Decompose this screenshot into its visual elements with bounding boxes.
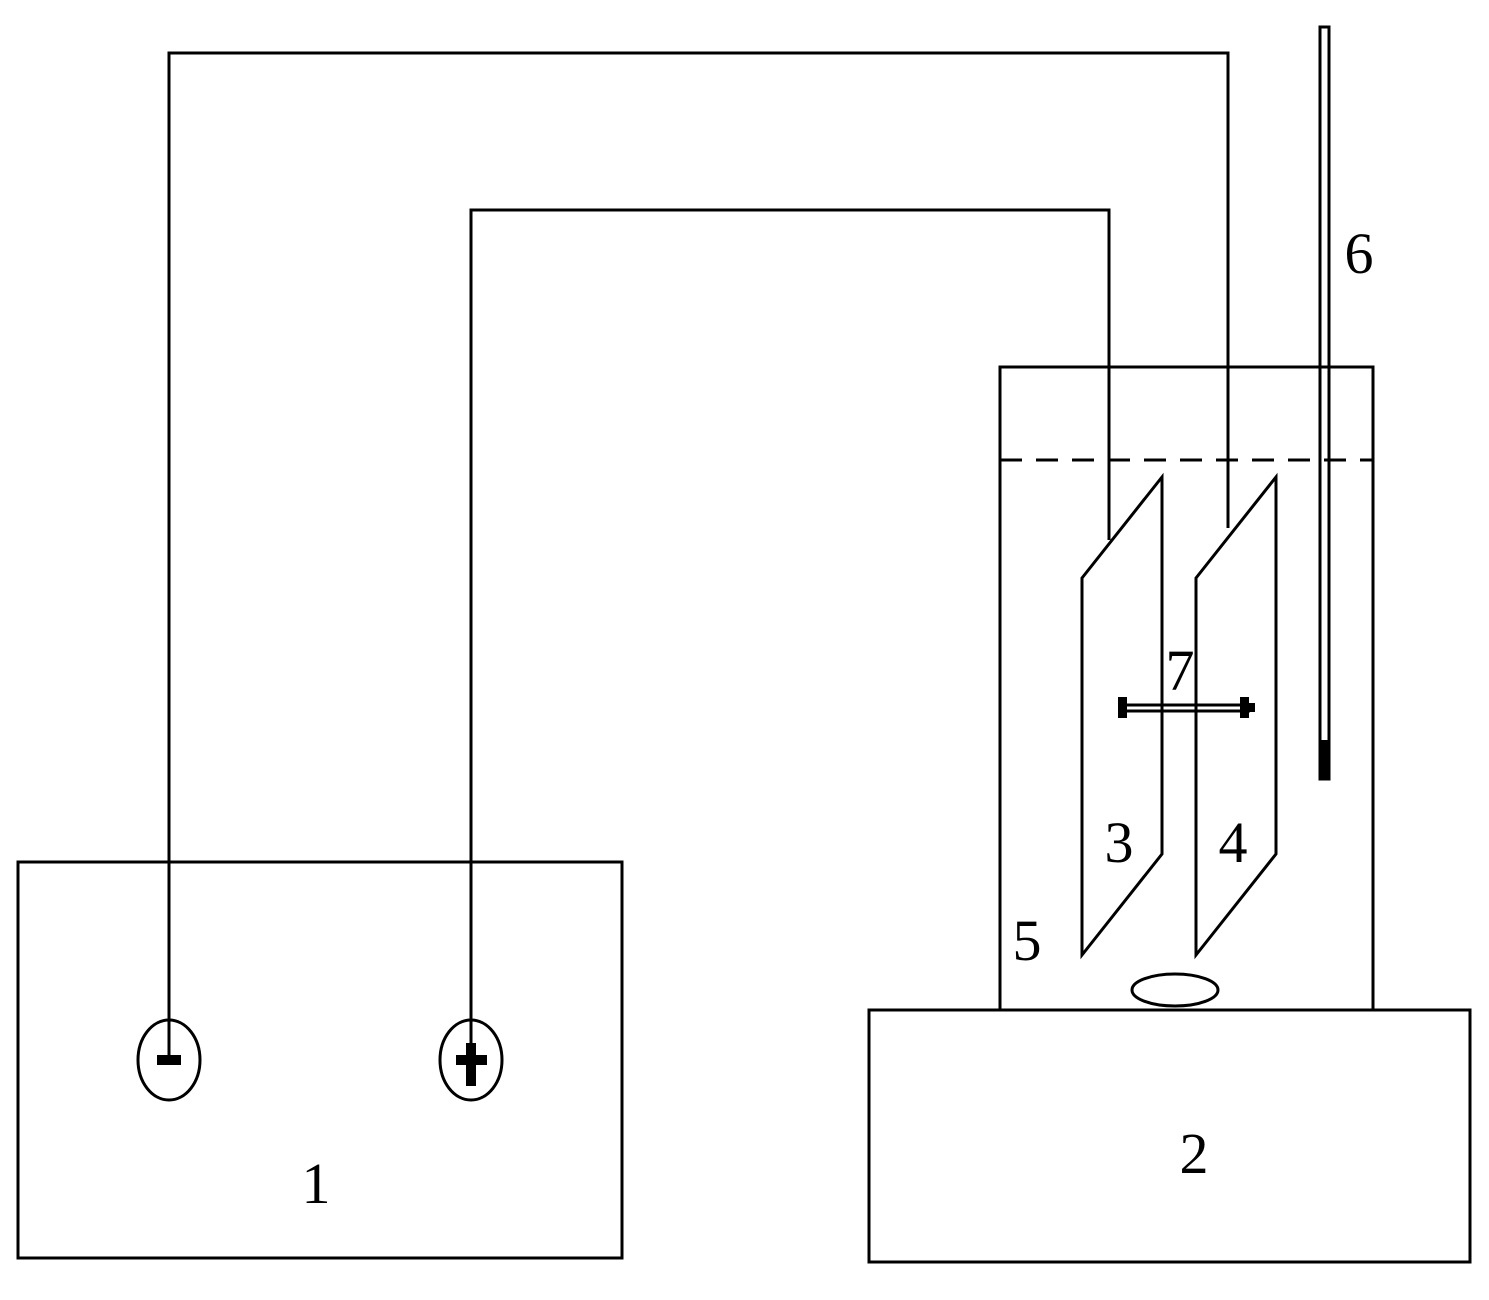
label-electrode-left: 3 (1105, 810, 1134, 875)
stirrer-base-box (867, 1008, 1472, 1264)
electrode-right-plate (1194, 472, 1278, 960)
label-power-supply: 1 (302, 1151, 331, 1216)
label-stirrer-base: 2 (1180, 1121, 1209, 1186)
label-connector: 7 (1166, 638, 1195, 703)
plus-icon-v (466, 1043, 476, 1086)
electrode-left-plate (1080, 472, 1164, 960)
wire-positive (469, 208, 1111, 1060)
wire-negative (167, 51, 1230, 1060)
label-electrode-right: 4 (1219, 810, 1248, 875)
vessel-outline (998, 365, 1375, 1010)
stir-bar (1130, 972, 1220, 1008)
thermometer (1318, 25, 1331, 781)
label-vessel: 5 (1013, 908, 1042, 973)
thermometer-bulb (1320, 740, 1329, 779)
label-thermometer: 6 (1345, 221, 1374, 286)
thermometer-tube (1318, 25, 1331, 781)
power-supply-box (16, 860, 624, 1260)
connector-bolt (1118, 697, 1255, 718)
